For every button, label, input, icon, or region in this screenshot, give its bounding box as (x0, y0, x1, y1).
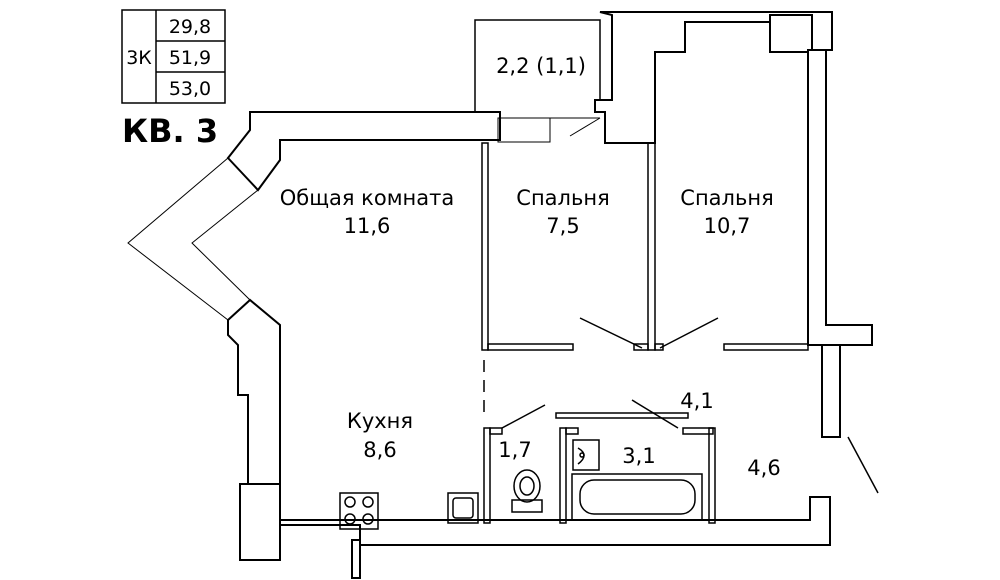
living-room-name: Общая комната (280, 186, 455, 210)
bathroom-area: 3,1 (622, 444, 655, 468)
bedroom-small-area: 7,5 (546, 214, 579, 238)
balcony-area: 2,2 (1,1) (496, 54, 586, 78)
corridor-area: 4,1 (680, 389, 713, 413)
toilet-fixture (511, 469, 543, 513)
kitchen-name: Кухня (347, 409, 413, 433)
door-swings (501, 317, 879, 494)
total-area-value: 51,9 (169, 47, 211, 69)
bathtub (571, 473, 703, 521)
apartment-type: 3К (126, 47, 152, 69)
bedroom-large-area: 10,7 (704, 214, 751, 238)
room-labels: Общая комната 11,6 Спальня 7,5 Спальня 1… (280, 186, 781, 480)
kitchen-sink (447, 492, 479, 524)
kitchen-stove (339, 492, 379, 530)
balcony: 2,2 (1,1) (474, 19, 601, 143)
living-room-area: 11,6 (344, 214, 391, 238)
kitchen-area: 8,6 (363, 438, 396, 462)
total-area-balcony-value: 53,0 (169, 78, 211, 100)
bay-window (127, 157, 259, 321)
toilet-area: 1,7 (498, 438, 531, 462)
washbasin (572, 439, 600, 471)
exterior-walls (226, 11, 873, 579)
living-area-value: 29,8 (169, 16, 211, 38)
bedroom-small-name: Спальня (516, 186, 609, 210)
area-table: 3К 29,8 51,9 53,0 (121, 9, 226, 104)
bedroom-large-name: Спальня (680, 186, 773, 210)
interior-walls (481, 142, 809, 524)
hall-area: 4,6 (747, 456, 780, 480)
apartment-title: КВ. 3 (122, 112, 218, 150)
